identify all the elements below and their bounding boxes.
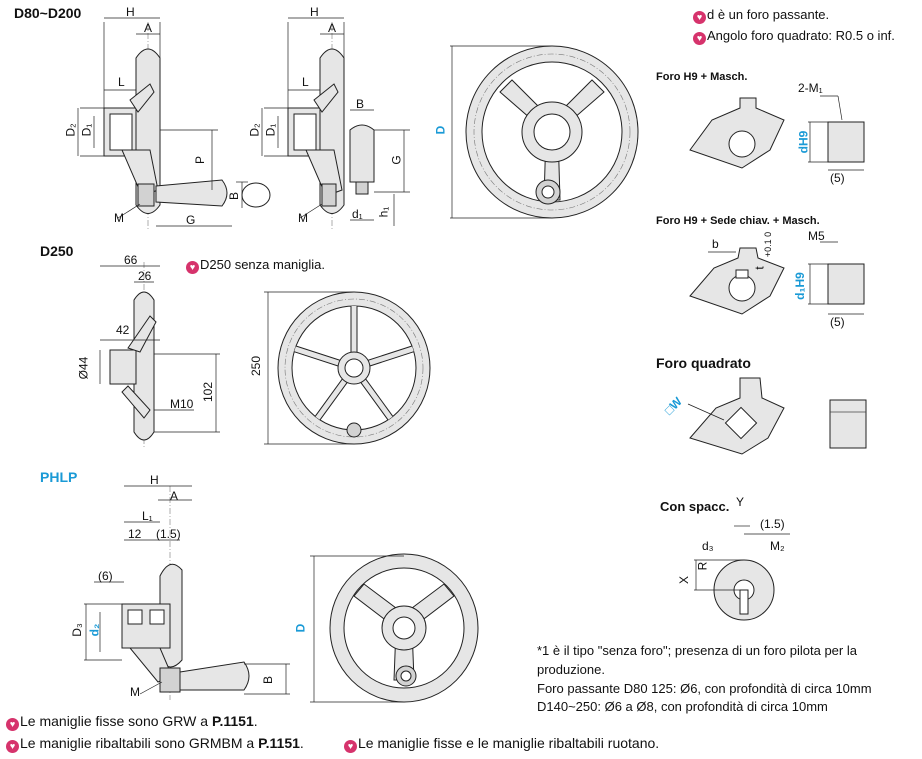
info-pin-icon: ♥ [6,718,19,731]
dim-label-M2: M₂ [770,539,785,553]
dim-label-B: B [227,191,242,201]
info-pin-icon: ♥ [693,32,706,45]
detail-h9-keyway [689,241,865,315]
dim-label-5b: (5) [830,315,845,329]
dim-label-D: D [433,125,448,135]
dim-label-d2: d₂ [87,623,102,637]
dim-label-250: 250 [249,355,264,377]
note-folding-handles-text: Le maniglie ribaltabili sono GRMBM a [20,735,259,751]
section-title-square: Foro quadrato [656,355,751,371]
dim-label-b: b [712,237,719,251]
info-pin-icon: ♥ [6,740,19,753]
note-handles-rotate: ♥Le maniglie fisse e le maniglie ribalta… [344,736,659,753]
note-d250-text: D250 senza maniglia. [200,257,326,272]
note-d250: ♥D250 senza maniglia. [186,258,325,274]
dim-label-d3: d₃ [702,539,714,553]
dim-label-h1: h₁ [376,206,391,218]
dim-label-26: 26 [138,269,152,283]
note-fixed-handles: ♥Le maniglie fisse sono GRW a P.1151. [6,714,258,731]
footnote-line-4: D140~250: Ø6 a Ø8, con profondità di cir… [537,699,828,714]
d250-front-view [264,291,431,445]
dim-label-L-2: L [302,75,309,89]
dim-label-phlp-A: A [170,489,179,503]
front-view-wheel [450,45,639,219]
page-ref-link[interactable]: P.1151 [258,735,300,751]
dim-label-B-2: B [356,97,365,111]
dim-label-A-2: A [328,21,337,35]
info-pin-icon: ♥ [186,261,199,274]
dim-label-P: P [193,155,208,165]
dim-label-42: 42 [116,323,130,337]
dim-label-102: 102 [201,381,216,403]
dim-label-phlp-D: D [293,623,308,633]
info-pin-icon: ♥ [693,11,706,24]
section-title-h9-tap: Foro H9 + Masch. [656,71,748,83]
d250-side-view [99,262,220,448]
dim-label-D1: D₁ [79,123,94,137]
note-square-radius-text: Angolo foro quadrato: R0.5 o inf. [707,28,895,43]
dim-label-t-tol: +0.1 0 [763,231,774,258]
dim-label-2M1: 2-M₁ [798,81,823,95]
dim-label-t: t [752,266,767,270]
note-through-hole-text: d è un foro passante. [707,7,830,22]
dim-label-D2-2: D₂ [247,123,262,137]
side-view-fixed-handle [77,17,271,230]
dim-label-D2: D₂ [63,123,78,137]
dim-label-phlp-B: B [261,675,276,685]
dim-label-A: A [144,21,153,35]
dim-label-L1: L₁ [142,509,153,523]
dim-label-6: (6) [98,569,113,583]
dim-label-D3: D₃ [69,623,84,637]
dim-label-phlp-M: M [130,685,140,699]
dim-label-5a: (5) [830,171,845,185]
info-pin-icon: ♥ [344,740,357,753]
phlp-front-view [310,553,479,703]
dim-label-H: H [126,5,135,19]
page-ref-link[interactable]: P.1151 [211,713,254,729]
footnote-line-3: Foro passante D80 125: Ø6, con profondit… [537,681,872,696]
dim-label-D1-2: D₁ [263,123,278,137]
note-square-radius: ♥Angolo foro quadrato: R0.5 o inf. [693,29,895,45]
dim-label-phlp-15: (1.5) [156,527,181,541]
dim-label-G: G [186,213,196,227]
detail-h9-tap [689,95,865,171]
note-folding-handles: ♥Le maniglie ribaltabili sono GRMBM a P.… [6,736,304,753]
footnote-line-2: produzione. [537,662,605,677]
section-title-d250: D250 [40,243,74,259]
section-title-phlp: PHLP [40,469,78,485]
dim-label-L: L [118,75,125,89]
dim-label-66: 66 [124,253,138,267]
dim-label-dH9: dH9 [796,130,811,154]
detail-square-hole [687,377,867,455]
dim-label-M: M [114,211,124,225]
section-title-d80: D80~D200 [14,5,82,21]
dim-label-d1H9: d₁H9 [792,272,807,300]
section-title-h9-key: Foro H9 + Sede chiav. + Masch. [656,215,820,227]
note-handles-rotate-text: Le maniglie fisse e le maniglie ribaltab… [358,735,660,751]
note-through-hole: ♥d è un foro passante. [693,8,829,24]
note-folding-handles-end: . [299,735,304,751]
note-fixed-handles-text: Le maniglie fisse sono GRW a [20,713,212,729]
dim-label-M-2: M [298,211,308,225]
dim-label-d1: d₁ [352,207,363,221]
dim-label-M10: M10 [170,397,194,411]
phlp-side-view [84,485,290,700]
dim-label-G-2: G [389,155,404,165]
side-view-folding-handle [261,17,410,230]
dim-label-phlp-H: H [150,473,159,487]
dim-label-12: 12 [128,527,142,541]
note-fixed-handles-end: . [253,713,258,729]
dim-label-R: R [695,561,710,571]
dim-label-Y: Y [736,495,745,509]
dim-label-H-2: H [310,5,319,19]
footnote-line-1: *1 è il tipo "senza foro"; presenza di u… [537,643,857,658]
dim-label-o44: Ø44 [76,356,91,380]
detail-split [694,525,790,621]
dim-label-sp15: (1.5) [760,517,785,531]
section-title-spacc: Con spacc. [660,499,730,514]
dim-label-X: X [677,575,692,585]
dim-label-M5: M5 [808,229,825,243]
